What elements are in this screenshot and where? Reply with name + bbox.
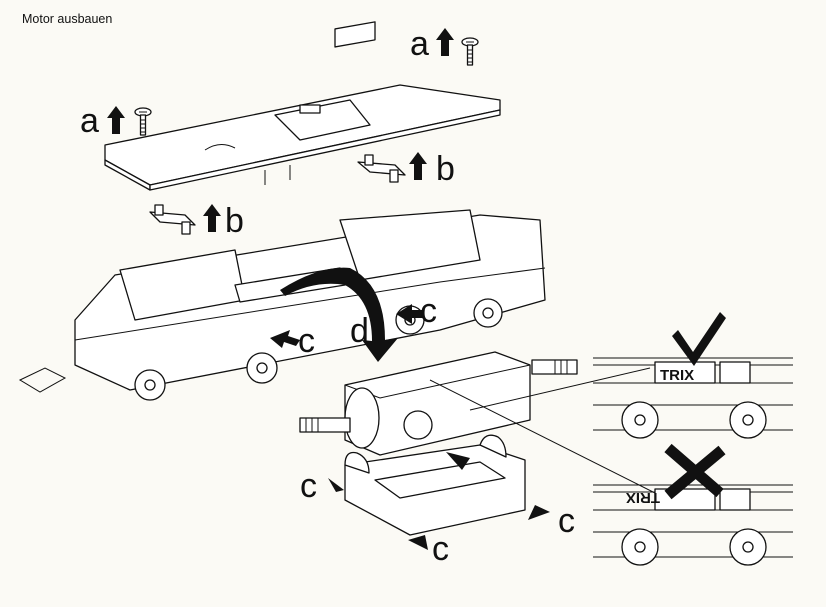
arrow-up-icon [409,152,427,180]
detail-correct: TRIX [593,357,793,439]
trix-logo-wrong: TRIX [626,489,660,506]
trix-logo-correct: TRIX [660,367,694,384]
arrow-up-icon [436,28,454,56]
label-d: d [350,312,369,350]
label-c: c [298,322,315,360]
screw-a-top [461,37,479,66]
check-mark-icon [672,312,726,366]
motor [299,351,578,456]
x-mark-icon [664,443,726,500]
arrow-up-icon [107,106,125,134]
arrow-icons [270,304,550,550]
detail-wrong: TRIX [593,484,793,566]
arrow-up-icon [203,204,221,232]
curved-arrow-icon [280,267,398,362]
label-b: b [436,150,455,188]
label-c: c [420,292,437,330]
label-c: c [432,530,449,568]
motor-cradle [344,434,526,536]
label-c: c [300,467,317,505]
clip-b-left [149,204,196,235]
pointer-line [469,367,651,411]
page-title: Motor ausbauen [22,12,113,26]
circuit-board [104,21,501,191]
screw-a-left [134,107,152,136]
label-a: a [80,102,99,140]
label-b: b [225,202,244,240]
pointer-line [429,379,656,494]
label-a: a [410,25,429,63]
label-c: c [558,502,575,540]
clip-b-right [357,154,406,183]
